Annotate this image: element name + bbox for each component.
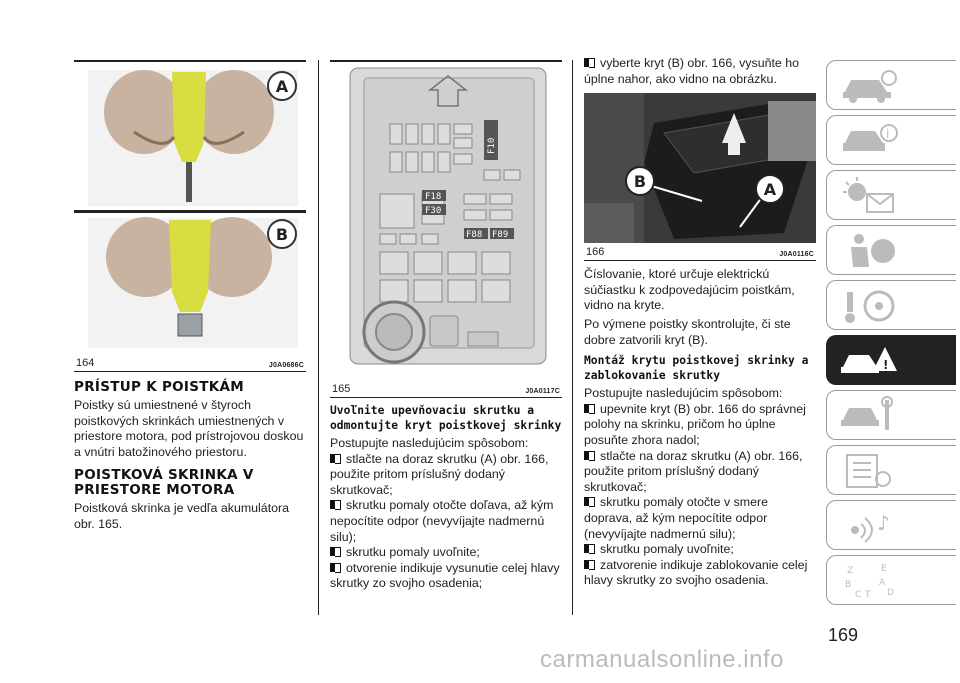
- paragraph: Číslovanie, ktoré určuje elektrickú súči…: [584, 267, 795, 313]
- svg-text:i: i: [886, 127, 889, 141]
- figure-number: 166: [586, 246, 605, 259]
- figure-number: 164: [76, 357, 95, 369]
- fuse-label: F89: [492, 230, 508, 240]
- svg-text:!: !: [883, 358, 888, 372]
- tab-starting-driving[interactable]: [826, 280, 956, 330]
- tab-multimedia[interactable]: ♪: [826, 500, 956, 550]
- column-separator: [318, 60, 319, 615]
- figure-165-caption: 165 J0A0117C: [330, 380, 562, 398]
- bullet-square-icon: [584, 559, 595, 570]
- warning-lights-mail-icon: [843, 177, 894, 213]
- figure-code: J0A0116C: [779, 251, 814, 259]
- watermark: carmanualsonline.info: [540, 646, 784, 673]
- index-letter: E: [881, 564, 887, 574]
- subsection-heading: Montáž krytu poistkovej skrinky a zablok…: [584, 354, 809, 383]
- bullet-item: skrutku pomaly otočte doľava, až kým nep…: [330, 498, 554, 544]
- tab-in-emergency[interactable]: !: [826, 335, 956, 385]
- column-2: F10 F18 F30 F88 F89 165 J0A0117C Uvoľnit…: [330, 60, 562, 592]
- index-letter: T: [864, 590, 871, 600]
- paragraph: Postupujte nasledujúcim spôsobom:: [584, 386, 783, 401]
- fuse-puller-illustration: A B: [74, 70, 306, 348]
- label-b-text: B: [276, 225, 288, 244]
- label-a-text: A: [276, 77, 289, 96]
- index-letter: C: [855, 590, 861, 600]
- bullet-item: skrutku pomaly otočte v smere doprava, a…: [584, 495, 769, 541]
- bullet-item: skrutku pomaly uvoľnite;: [584, 542, 816, 558]
- figure-164-photo: A B: [74, 62, 306, 354]
- specifications-icon: [846, 454, 891, 488]
- tab-index[interactable]: Z E B A C T D: [826, 555, 956, 605]
- bullet-item: vyberte kryt (B) obr. 166, vysuňte ho úp…: [584, 56, 800, 86]
- figure-166-photo: B A: [584, 93, 816, 244]
- bullet-square-icon: [330, 500, 341, 511]
- label-b-text: B: [634, 172, 646, 191]
- bullet-square-icon: [330, 562, 341, 573]
- fuse-label: F30: [425, 206, 441, 216]
- index-letter: A: [879, 578, 886, 588]
- tab-technical-data[interactable]: [826, 445, 956, 495]
- multimedia-icon: ♪: [851, 511, 890, 543]
- figure-top-rule: [330, 60, 562, 62]
- tab-maintenance[interactable]: [826, 390, 956, 440]
- paragraph: Poistková skrinka je vedľa akumulátora o…: [74, 501, 290, 531]
- label-a-text: A: [764, 180, 777, 199]
- steering-wheel-icon: [845, 290, 895, 323]
- svg-text:♪: ♪: [877, 511, 890, 535]
- airbag-seatbelt-icon: [851, 234, 895, 267]
- column-separator: [572, 60, 573, 615]
- bullet-square-icon: [584, 544, 595, 555]
- tab-warning-lights[interactable]: [826, 170, 956, 220]
- bullet-item: skrutku pomaly uvoľnite;: [330, 545, 562, 561]
- index-letter: D: [887, 588, 894, 598]
- index-letter: B: [845, 580, 851, 590]
- bullet-square-icon: [584, 450, 595, 461]
- bullet-item: upevnite kryt (B) obr. 166 do správnej p…: [584, 401, 806, 447]
- car-settings-icon: i: [843, 124, 898, 151]
- index-letter: Z: [847, 566, 853, 576]
- figure-164-caption: 164 J0A0686C: [74, 354, 306, 372]
- fuse-box-illustration: F10 F18 F30 F88 F89: [349, 67, 547, 365]
- page-number: 169: [828, 625, 859, 645]
- paragraph: Po výmene poistky skontrolujte, či ste d…: [584, 316, 791, 347]
- bullet-square-icon: [330, 453, 341, 464]
- paragraph: Postupujte nasledujúcim spôsobom:: [330, 436, 529, 450]
- figure-number: 165: [332, 383, 351, 395]
- figure-top-rule: [74, 60, 306, 62]
- fuse-label: F18: [425, 192, 441, 202]
- breakdown-warning-icon: !: [841, 347, 897, 373]
- bullet-square-icon: [584, 58, 595, 68]
- bullet-item: stlačte na doraz skrutku (A) obr. 166, p…: [330, 451, 549, 497]
- bullet-square-icon: [584, 403, 595, 414]
- figure-code: J0A0117C: [525, 388, 560, 395]
- battery-cover-illustration: B A: [584, 93, 816, 244]
- car-info-icon: [843, 70, 897, 103]
- section-heading: POISTKOVÁ SKRINKA V PRIESTORE MOTORA: [74, 467, 254, 499]
- column-3: vyberte kryt (B) obr. 166, vysuňte ho úp…: [584, 56, 816, 589]
- car-service-tools-icon: [841, 396, 893, 430]
- figure-165-diagram: F10 F18 F30 F88 F89: [330, 62, 562, 380]
- column-1: A B 164 J0A0686C PRÍSTUP K POISTKÁM Pois…: [74, 60, 306, 533]
- figure-code: J0A0686C: [268, 362, 304, 369]
- tab-safety[interactable]: [826, 225, 956, 275]
- bullet-item: zatvorenie indikuje zablokovanie celej h…: [584, 557, 808, 588]
- subsection-heading: Uvoľnite upevňovaciu skrutku a odmontujt…: [330, 404, 562, 432]
- section-heading: PRÍSTUP K POISTKÁM: [74, 379, 245, 395]
- tab-car-info[interactable]: [826, 60, 956, 110]
- index-letters-icon: Z E B A C T D: [845, 564, 894, 600]
- bullet-square-icon: [584, 497, 595, 508]
- bullet-square-icon: [330, 547, 341, 558]
- paragraph: Poistky sú umiestnené v štyroch poistkov…: [74, 398, 304, 459]
- fuse-label: F10: [487, 138, 497, 154]
- bullet-item: otvorenie indikuje vysunutie celej hlavy…: [330, 560, 560, 591]
- fuse-label: F88: [466, 230, 482, 240]
- figure-166-caption: 166 J0A0116C: [584, 243, 816, 262]
- bullet-item: stlačte na doraz skrutku (A) obr. 166, p…: [584, 448, 803, 494]
- tab-car-settings[interactable]: i: [826, 115, 956, 165]
